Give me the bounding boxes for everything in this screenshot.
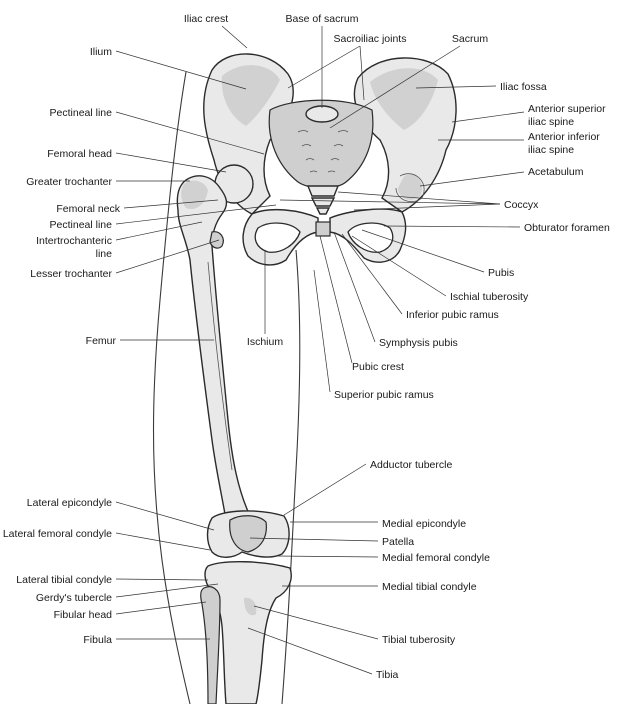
label-lateral-tibial-condyle: Lateral tibial condyle bbox=[16, 574, 112, 586]
right-obturator-foramen bbox=[347, 222, 394, 253]
left-obturator-foramen bbox=[254, 222, 301, 253]
label-symphysis-pubis: Symphysis pubis bbox=[379, 337, 458, 349]
label-anterior-superior-1: Anterior superior bbox=[528, 103, 606, 115]
label-obturator-foramen: Obturator foramen bbox=[524, 222, 610, 234]
femur-shaft bbox=[176, 175, 252, 521]
label-inferior-pubic-ramus: Inferior pubic ramus bbox=[406, 309, 499, 321]
label-medial-epicondyle: Medial epicondyle bbox=[382, 518, 466, 530]
coccyx-bone bbox=[306, 185, 340, 215]
label-ischial-tuberosity: Ischial tuberosity bbox=[450, 291, 529, 303]
sacrum-bone bbox=[268, 99, 374, 189]
leg-bones bbox=[200, 561, 292, 704]
label-gerdys-tubercle: Gerdy's tubercle bbox=[36, 592, 112, 604]
sacral-base bbox=[305, 105, 339, 123]
label-femur: Femur bbox=[86, 335, 117, 347]
label-pectineal-line-upper: Pectineal line bbox=[50, 107, 113, 119]
label-anterior-inferior-1: Anterior inferior bbox=[528, 131, 600, 143]
label-tibial-tuberosity: Tibial tuberosity bbox=[382, 634, 456, 646]
label-anterior-superior-2: iliac spine bbox=[528, 116, 574, 128]
label-adductor-tubercle: Adductor tubercle bbox=[370, 459, 452, 471]
label-superior-pubic-ramus: Superior pubic ramus bbox=[334, 389, 434, 401]
label-greater-trochanter: Greater trochanter bbox=[26, 176, 112, 188]
label-femoral-neck: Femoral neck bbox=[56, 203, 120, 215]
label-ilium: Ilium bbox=[90, 46, 112, 58]
body-outline bbox=[152, 71, 301, 704]
label-ischium: Ischium bbox=[247, 336, 283, 348]
label-medial-tibial-condyle: Medial tibial condyle bbox=[382, 581, 477, 593]
symphysis-pubis-bone bbox=[315, 221, 331, 237]
labels: Iliac crest Base of sacrum Sacroiliac jo… bbox=[3, 13, 610, 681]
label-medial-femoral-condyle: Medial femoral condyle bbox=[382, 552, 490, 564]
label-iliac-fossa: Iliac fossa bbox=[500, 81, 547, 93]
label-fibula: Fibula bbox=[83, 634, 112, 646]
label-sacrum: Sacrum bbox=[452, 33, 488, 45]
label-femoral-head: Femoral head bbox=[47, 148, 112, 160]
label-pectineal-line-lower: Pectineal line bbox=[50, 219, 113, 231]
label-sacroiliac-joints: Sacroiliac joints bbox=[334, 33, 407, 45]
label-intertrochanteric-1: Intertrochanteric bbox=[36, 235, 112, 247]
label-base-of-sacrum: Base of sacrum bbox=[286, 13, 359, 25]
label-anterior-inferior-2: iliac spine bbox=[528, 144, 574, 156]
label-pubic-crest: Pubic crest bbox=[352, 361, 404, 373]
label-tibia: Tibia bbox=[376, 669, 399, 681]
label-patella: Patella bbox=[382, 536, 414, 548]
label-intertrochanteric-2: line bbox=[96, 248, 113, 260]
patella-bone bbox=[229, 515, 267, 553]
pelvis bbox=[203, 53, 457, 266]
label-coccyx: Coccyx bbox=[504, 199, 539, 211]
label-iliac-crest: Iliac crest bbox=[184, 13, 228, 25]
label-fibular-head: Fibular head bbox=[54, 609, 113, 621]
label-lateral-epicondyle: Lateral epicondyle bbox=[27, 497, 112, 509]
label-pubis: Pubis bbox=[488, 267, 514, 279]
leader-lines bbox=[115, 25, 525, 675]
femur-bone bbox=[176, 164, 290, 558]
label-lateral-femoral-condyle: Lateral femoral condyle bbox=[3, 528, 112, 540]
label-lesser-trochanter: Lesser trochanter bbox=[30, 268, 112, 280]
label-acetabulum: Acetabulum bbox=[528, 166, 584, 178]
fibula-bone bbox=[200, 586, 221, 704]
